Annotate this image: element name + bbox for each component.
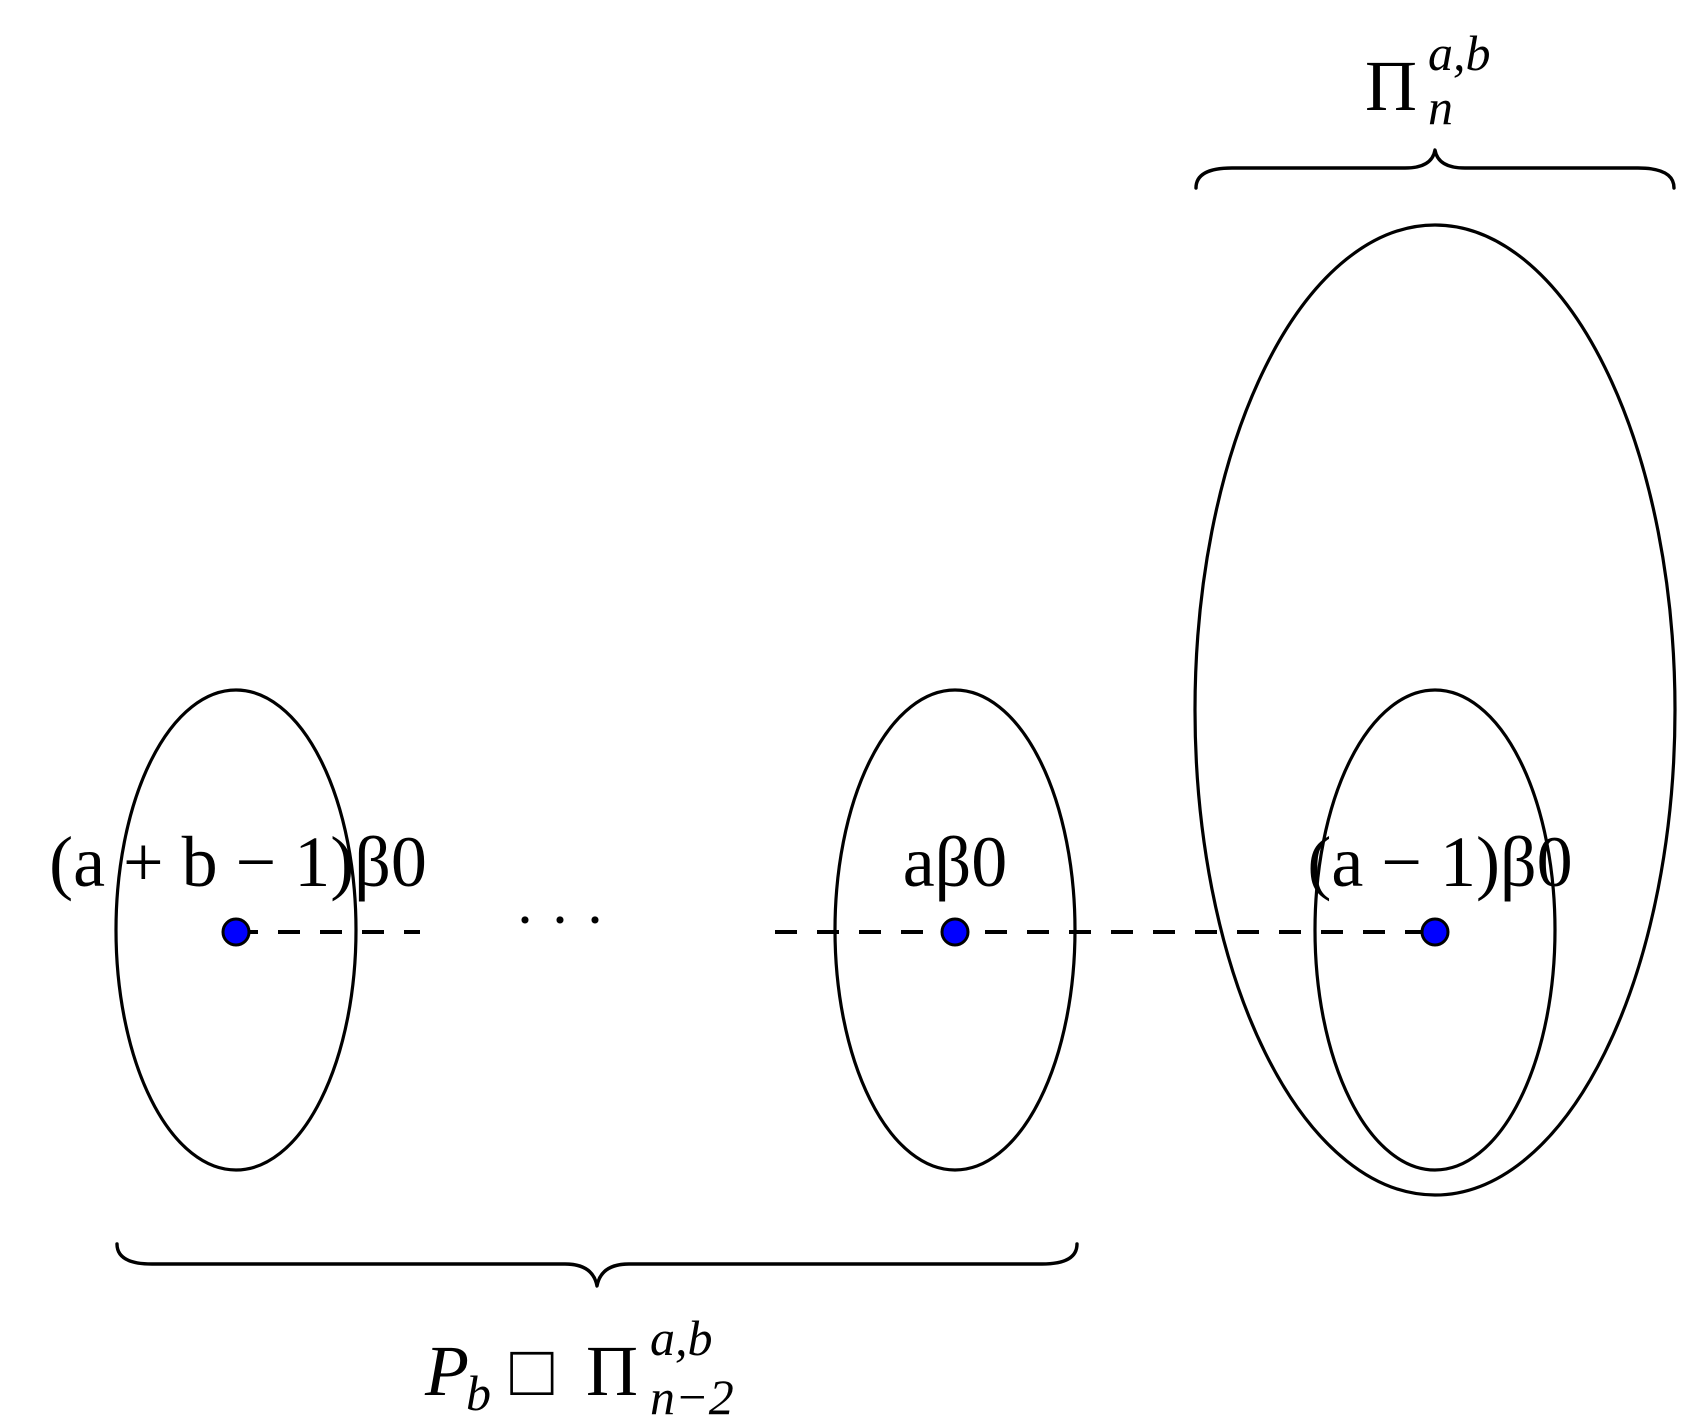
bottom-label-subscript: n−2 [650,1369,734,1424]
right-inner-ellipse [1313,688,1557,1172]
vertex-middle [940,917,970,947]
top-brace-label: Π a,b n [1365,25,1491,135]
bottom-label-base: Π [586,1331,638,1411]
bottom-label-left-base: P [424,1331,469,1411]
vertex-left [221,917,251,947]
bottom-label-superscript: a,b [650,1310,713,1366]
vertex-middle-label: aβ0 [903,822,1008,902]
vertex-left-label: (a + b − 1)β0 [49,822,427,902]
bottom-brace [115,1242,1079,1288]
top-label-superscript: a,b [1428,25,1491,81]
ellipsis-text: · · · [515,887,605,953]
bottom-label-left-subscript: b [466,1365,491,1421]
left-ellipse [114,688,358,1172]
top-label-base: Π [1365,46,1417,126]
vertex-right [1420,917,1450,947]
bottom-brace-label: P b □ Π a,b n−2 [424,1310,734,1424]
bottom-label-operator: □ [510,1331,554,1411]
right-outer-ellipse [1193,223,1677,1197]
top-brace [1194,148,1676,190]
vertex-right-label: (a − 1)β0 [1307,822,1572,902]
top-label-subscript: n [1428,79,1453,135]
